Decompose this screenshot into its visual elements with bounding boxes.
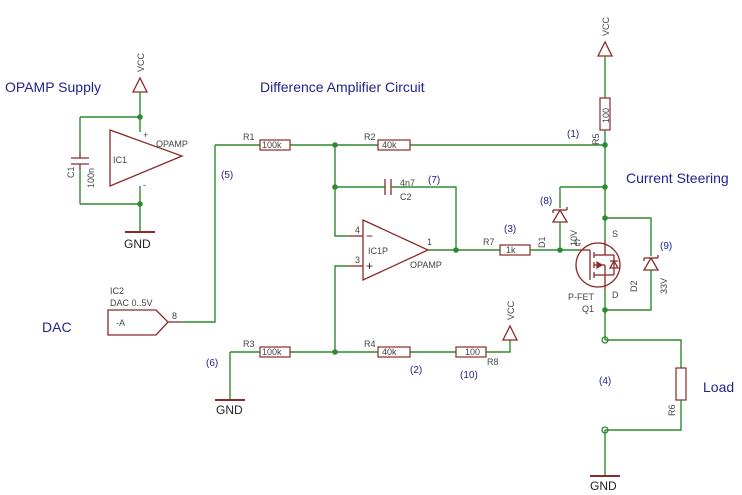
vcc-label-r5: VCC: [601, 16, 611, 36]
d1-value: 10V: [569, 230, 579, 246]
ic2-name: IC2: [110, 286, 124, 296]
r5-name: R5: [591, 133, 601, 145]
r8-name: R8: [487, 357, 499, 367]
vcc-symbol-r5: VCC: [596, 16, 614, 57]
gnd-label-ic1: GND: [124, 237, 151, 251]
ic1-plus: +: [143, 130, 148, 140]
vcc-symbol-ic1: VCC: [131, 52, 149, 93]
resistor-r5: 100 R5: [591, 97, 611, 145]
gnd-symbol-load: GND: [590, 475, 620, 493]
dac-section: DAC IC2 DAC 0..5V -A 8: [42, 286, 181, 336]
d2-value: 33V: [659, 278, 669, 294]
resistor-r6-load: R6: [667, 367, 687, 416]
q1-gate-pin: G: [574, 238, 581, 248]
zener-d2: D2 33V: [629, 255, 669, 294]
current-steering-title: Current Steering: [626, 170, 729, 186]
net-marker-1: (1): [567, 129, 579, 140]
r4-name: R4: [364, 339, 376, 349]
d1-name: D1: [537, 236, 547, 248]
vcc-symbol-r8: VCC: [501, 300, 519, 341]
r7-value: 1k: [506, 245, 516, 255]
r3-value: 100k: [262, 347, 282, 357]
gnd-label-r3: GND: [216, 403, 243, 417]
opamp-supply-section: OPAMP Supply VCC C1 100n IC1 OPAMP: [5, 52, 188, 251]
d2-name: D2: [629, 280, 639, 292]
ic1-value: OPAMP: [156, 139, 188, 149]
resistor-r1: R1 100k: [243, 132, 291, 151]
ic1p-name: IC1P: [368, 246, 388, 256]
net-marker-7: (7): [428, 175, 440, 186]
resistor-r2: R2 40k: [364, 132, 411, 151]
net-marker-3: (3): [504, 224, 516, 235]
q1-name: Q1: [582, 304, 594, 314]
resistor-r3: R3 100k: [243, 339, 291, 358]
q1-source-pin: S: [612, 229, 618, 239]
difference-amplifier-section: Difference Amplifier Circuit R1 100k R2 …: [181, 79, 605, 417]
net-marker-2: (2): [410, 365, 422, 376]
dac-title: DAC: [42, 319, 72, 335]
ic2-pin-label: -A: [116, 318, 125, 328]
c2-value: 4n7: [400, 178, 415, 188]
capacitor-c2: 4n7 C2: [384, 178, 415, 202]
net-marker-5: (5): [221, 170, 233, 181]
ic1p-minus: −: [366, 229, 373, 243]
q1-drain-pin: D: [612, 290, 619, 300]
resistor-r7: R7 1k: [483, 237, 531, 256]
opamp-ic1p: − + IC1P OPAMP 4 3 1: [348, 218, 442, 282]
gnd-symbol-r3: GND: [215, 399, 245, 417]
pfet-q1: P-FET Q1 S D G: [568, 229, 621, 314]
r3-name: R3: [243, 339, 255, 349]
ic1p-plus: +: [366, 259, 373, 273]
q1-value: P-FET: [568, 292, 595, 302]
zener-d1: D1 10V: [537, 207, 579, 248]
ic1p-value: OPAMP: [410, 260, 442, 270]
net-marker-10: (10): [460, 370, 478, 381]
r7-name: R7: [483, 237, 495, 247]
capacitor-c1: C1 100n: [66, 152, 96, 188]
ic2-value: DAC 0..5V: [110, 298, 153, 308]
net-marker-9: (9): [660, 241, 672, 252]
vcc-label-r8: VCC: [506, 300, 516, 320]
ic1-name: IC1: [113, 155, 127, 165]
ic1p-pin-4: 4: [355, 225, 360, 235]
r5-value: 100: [601, 108, 611, 123]
ic1p-pin-3: 3: [355, 255, 360, 265]
gnd-label-load: GND: [590, 479, 617, 493]
diff-amp-title: Difference Amplifier Circuit: [260, 79, 425, 95]
c1-name: C1: [66, 166, 76, 178]
net-marker-6: (6): [206, 358, 218, 369]
ic1-minus: -: [143, 180, 146, 190]
c2-name: C2: [400, 192, 412, 202]
r2-value: 40k: [382, 140, 397, 150]
vcc-label-ic1: VCC: [136, 52, 146, 72]
resistor-r4: R4 40k: [364, 339, 411, 358]
ic2-pin-number: 8: [172, 311, 177, 321]
r2-name: R2: [364, 132, 376, 142]
ic1p-pin-1: 1: [427, 237, 432, 247]
resistor-r8: 100 R8: [455, 346, 499, 367]
opamp-ic1: IC1 OPAMP + -: [109, 129, 188, 190]
r1-value: 100k: [262, 140, 282, 150]
r1-name: R1: [243, 132, 255, 142]
net-marker-4: (4): [599, 376, 611, 387]
net-marker-8: (8): [540, 196, 552, 207]
gnd-symbol-ic1: GND: [124, 231, 155, 251]
opamp-supply-title: OPAMP Supply: [5, 79, 101, 95]
current-steering-section: Current Steering VCC 100 R5 (1) D1 10V: [537, 16, 734, 493]
r6-name: R6: [667, 404, 677, 416]
dac-ic2: IC2 DAC 0..5V -A 8: [107, 286, 181, 336]
r4-value: 40k: [382, 347, 397, 357]
c1-value: 100n: [86, 168, 96, 188]
load-title: Load: [703, 379, 734, 395]
r8-value: 100: [465, 347, 480, 357]
